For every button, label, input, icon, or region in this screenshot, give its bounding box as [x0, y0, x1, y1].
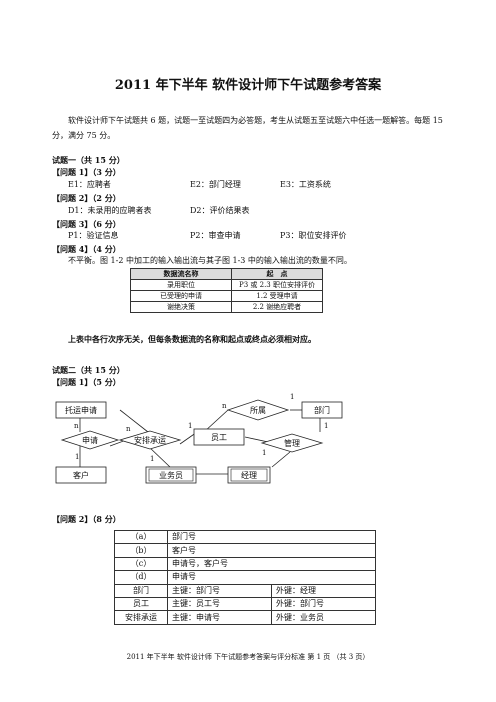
table-row: （d）申请号: [114, 570, 376, 585]
table-row: 员工主键：员工号外键：部门号: [114, 596, 376, 612]
entity-box: [227, 466, 271, 484]
q1-note: 上表中各行次序无关，但每条数据流的名称和起点或终点必须相对应。: [68, 334, 316, 344]
cardinality-label: 1: [324, 422, 328, 430]
table-row: 录用职位 P3 或 2.3 职位安排评价: [130, 279, 323, 291]
er-line: [119, 409, 149, 433]
relationship-label: 安排承运: [134, 435, 166, 445]
intro-paragraph: 软件设计师下午试题共 6 题，试题一至试题四为必答题，考生从试题五至试题六中任选…: [52, 116, 443, 140]
entity-label: 员工: [211, 433, 227, 442]
table-row: （c）申请号，客户号: [114, 556, 376, 572]
q1-p1-item: E2：部门经理: [190, 180, 241, 189]
cardinality-label: n: [222, 402, 227, 410]
cardinality-label: 1: [290, 393, 294, 401]
q1-p4-label: 【问题 4】（4 分）: [52, 244, 121, 254]
table-cell: 客户号: [167, 543, 376, 558]
table-row: （b）客户号: [114, 543, 376, 558]
table-cell: 外键：经理: [271, 583, 376, 598]
table-cell: 外键：业务员: [271, 610, 376, 625]
page-title: 2011 年下半年 软件设计师下午试题参考答案: [114, 78, 382, 93]
entity-box: [55, 466, 107, 484]
table-cell: （a）: [114, 529, 168, 545]
cardinality-label: 1: [262, 449, 266, 457]
er-line: [203, 409, 229, 433]
entity-box: [55, 401, 107, 419]
q1-p2-item: D2：评价结果表: [190, 206, 250, 215]
relationship-diamond: [260, 433, 324, 453]
er-line: [271, 451, 291, 468]
table-cell: 谢绝决策: [130, 301, 232, 313]
entity-box: [193, 428, 245, 446]
table-row: 谢绝决策 2.2 谢绝应聘者: [130, 301, 323, 313]
table-cell: 主键：申请号: [167, 610, 272, 625]
table-cell: （d）: [114, 570, 168, 585]
table-cell: 部门号: [167, 529, 376, 545]
table-cell: （b）: [114, 543, 168, 558]
q1-p3-label: 【问题 3】（6 分）: [52, 219, 121, 229]
q1-p1-item: E1：应聘者: [68, 180, 111, 189]
table-cell: 主键：部门号: [167, 583, 272, 598]
entity-label: 部门: [314, 405, 330, 415]
q1-p4-text: 不平衡。图 1-2 中加工的输入输出流与其子图 1-3 中的输入输出流的数量不同…: [68, 256, 352, 265]
relationship-label: 申请: [82, 435, 98, 445]
dataflow-table: 数据流名称 起 点 录用职位 P3 或 2.3 职位安排评价 已受理的申请 1.…: [130, 268, 323, 313]
entity-label: 业务员: [159, 470, 183, 480]
table-cell: 员工: [114, 596, 168, 612]
entity-label: 托运申请: [65, 405, 97, 415]
q1-p3-item: P2：审查申请: [190, 231, 241, 240]
cardinality-label: n: [126, 425, 131, 433]
q1-p1-item: E3：工资系统: [280, 180, 331, 189]
q1-p2-item: D1：未录用的应聘者表: [68, 206, 152, 215]
q1-p3-item: P1：验证信息: [68, 231, 119, 240]
q1-heading: 试题一（共 15 分）: [52, 155, 125, 165]
cardinality-label: n: [74, 422, 79, 430]
table-cell: 外键：部门号: [271, 596, 376, 612]
relationship-diamond: [226, 399, 290, 421]
relation-table: （a）部门号 （b）客户号 （c）申请号，客户号 （d）申请号 部门主键：部门号…: [114, 529, 376, 625]
cardinality-label: 1: [150, 455, 154, 463]
q1-p3-item: P3：职位安排评价: [280, 231, 347, 240]
relationship-diamond: [118, 430, 182, 450]
entity-box-inner: [230, 468, 268, 482]
er-line: [147, 445, 171, 468]
relationship-label: 管理: [284, 438, 300, 448]
page-footer: 2011 年下半年 软件设计师 下午试题参考答案与评分标准 第 1 页 （共 3…: [126, 653, 370, 661]
table-row: （a）部门号: [114, 529, 376, 545]
cardinality-label: 1: [188, 422, 192, 430]
q2-heading: 试题二（共 15 分）: [52, 365, 125, 375]
q1-p2-label: 【问题 2】（2 分）: [52, 193, 121, 203]
entity-box-inner: [148, 468, 194, 482]
entity-label: 经理: [241, 470, 257, 480]
relationship-label: 所属: [250, 405, 266, 415]
q1-p1-label: 【问题 1】（3 分）: [52, 167, 121, 177]
table-cell: 部门: [114, 583, 168, 598]
entity-label: 客户: [73, 470, 89, 480]
table-row: 安排承运主键：申请号外键：业务员: [114, 610, 376, 625]
table-cell: （c）: [114, 556, 168, 572]
table-cell: 申请号，客户号: [167, 556, 376, 572]
entity-box: [145, 466, 197, 484]
entity-box: [301, 401, 343, 419]
table-row: 部门主键：部门号外键：经理: [114, 583, 376, 598]
table-cell: 申请号: [167, 570, 376, 585]
table-cell: 2.2 谢绝应聘者: [231, 301, 323, 313]
table-cell: 主键：员工号: [167, 596, 272, 612]
relationship-diamond: [60, 430, 120, 450]
table-cell: 安排承运: [114, 610, 168, 625]
q2-p2-label: 【问题 2】（8 分）: [52, 514, 121, 524]
cardinality-label: 1: [75, 453, 79, 461]
q2-p1-label: 【问题 1】（5 分）: [52, 377, 121, 387]
